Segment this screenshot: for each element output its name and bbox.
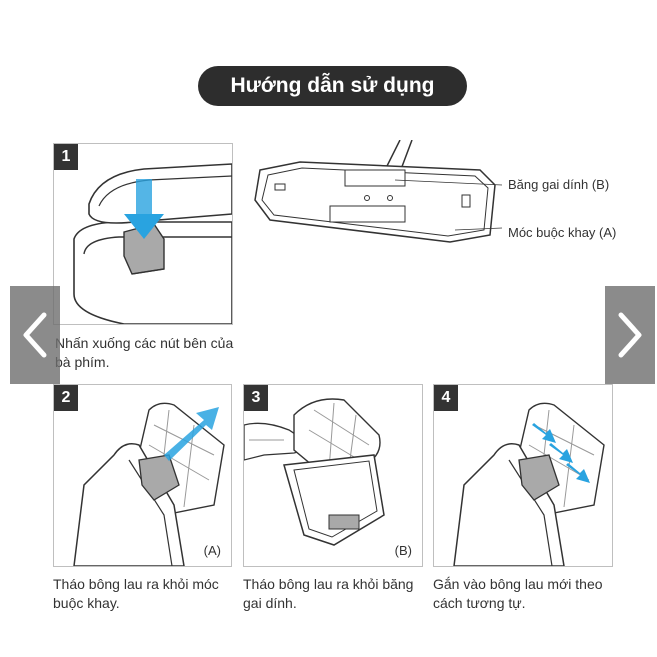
step-3-caption: Tháo bông lau ra khỏi băng gai dính. [243,576,414,611]
step-1-caption: Nhấn xuống các nút bên của bà phím. [55,335,234,370]
callout-hook-tape-b: Băng gai dính (B) [508,177,610,192]
remove-from-tape-illustration [244,398,385,546]
step-3-illustration: 3 (B) [243,384,423,567]
step-1-number: 1 [54,144,78,170]
step-3-tag: (B) [394,543,412,558]
callout-tray-hook-a: Móc buộc khay (A) [508,225,617,240]
step-4-caption: Gắn vào bông lau mới theo cách tương tự. [433,576,603,611]
step-2-illustration: 2 (A) [53,384,232,567]
step-4-number: 4 [434,385,458,411]
plate-diagram [254,140,503,243]
step-2-tag: (A) [203,543,221,558]
step-3-number: 3 [244,385,268,411]
prev-button[interactable] [10,286,60,384]
next-button[interactable] [605,286,655,384]
step-2-number: 2 [54,385,78,411]
step-2-caption: Tháo bông lau ra khỏi móc buộc khay. [53,576,219,611]
chevron-right-icon [618,312,642,358]
step-4-illustration: 4 [433,384,613,567]
attach-new-pad-illustration [453,402,605,566]
page-title: Hướng dẫn sử dụng [198,66,467,106]
chevron-left-icon [23,312,47,358]
remove-from-hook-illustration [73,402,225,566]
step-1-illustration: 1 [53,143,233,325]
mop-head-press-illustration [73,163,232,324]
